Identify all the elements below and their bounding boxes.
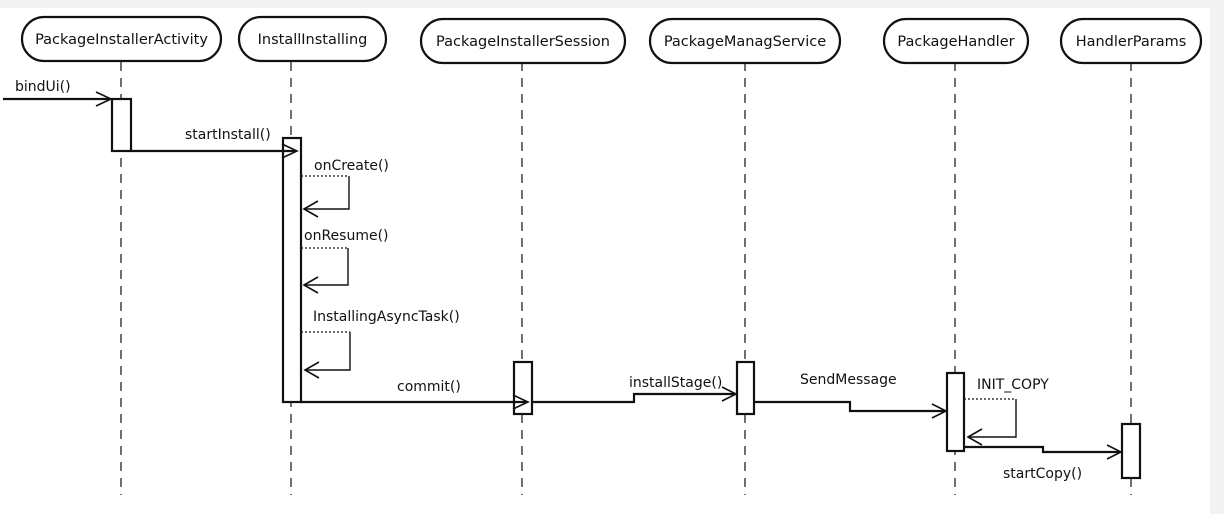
actor-box: [419, 17, 627, 65]
actor-label: PackageInstallerActivity: [35, 32, 208, 48]
message-label: INIT_COPY: [977, 377, 1049, 393]
actor-box: [882, 17, 1030, 65]
message-installing-async-task: InstallingAsyncTask(): [301, 309, 460, 379]
message-commit: commit(): [301, 379, 530, 410]
message-startinstall: startInstall(): [131, 127, 299, 159]
message-bindui: bindUi(): [3, 79, 113, 107]
actor-label: PackageInstallerSession: [436, 34, 610, 50]
actor-label: PackageManagService: [664, 34, 826, 50]
message-label: installStage(): [629, 375, 722, 391]
activation-package-handler: [945, 371, 966, 453]
message-line: [304, 176, 350, 210]
arrowhead: [1106, 444, 1123, 460]
message-label: onCreate(): [314, 158, 389, 174]
message-label: startCopy(): [1003, 466, 1082, 482]
message-init-copy: INIT_COPY: [964, 377, 1049, 446]
arrowhead: [966, 428, 983, 446]
actor-label: HandlerParams: [1076, 34, 1187, 50]
activation-package-manag-service: [735, 360, 756, 416]
message-label: onResume(): [304, 228, 389, 244]
arrowhead: [512, 394, 530, 410]
message-sendmessage: SendMessage: [754, 372, 948, 419]
arrowhead: [721, 386, 738, 402]
message-label: bindUi(): [15, 79, 71, 95]
message-line: [964, 445, 1120, 454]
message-line: [305, 332, 351, 371]
actor-package-manag-service: PackageManagService: [648, 17, 842, 65]
message-installstage: installStage(): [532, 375, 738, 404]
frame-top-border: [0, 0, 1224, 8]
actor-handler-params: HandlerParams: [1059, 17, 1203, 65]
message-label: startInstall(): [185, 127, 271, 143]
message-line: [754, 400, 945, 413]
arrowhead: [95, 91, 113, 107]
actor-package-installer-activity: PackageInstallerActivity: [20, 15, 223, 63]
activation-package-installer-activity: [110, 97, 133, 153]
actor-install-installing: InstallInstalling: [237, 15, 388, 63]
actor-package-handler: PackageHandler: [882, 17, 1030, 65]
message-label: InstallingAsyncTask(): [313, 309, 460, 325]
arrowhead: [303, 361, 320, 379]
activation-package-installer-session: [512, 360, 534, 416]
message-line: [304, 248, 349, 286]
message-startcopy: startCopy(): [964, 444, 1123, 482]
activation-install-installing: [281, 136, 303, 404]
message-oncreate: onCreate(): [301, 158, 389, 218]
arrowhead: [302, 200, 319, 218]
message-label: commit(): [397, 379, 461, 395]
activation-handler-params: [1120, 422, 1142, 480]
frame-right-border: [1210, 0, 1224, 514]
actor-box: [648, 17, 842, 65]
actor-box: [237, 15, 388, 63]
arrowhead: [302, 276, 319, 294]
message-label: SendMessage: [800, 372, 897, 388]
message-line: [532, 392, 735, 404]
actor-label: InstallInstalling: [258, 32, 368, 48]
message-line: [968, 399, 1017, 438]
arrowhead: [931, 403, 948, 419]
actor-box: [1059, 17, 1203, 65]
actor-package-installer-session: PackageInstallerSession: [419, 17, 627, 65]
message-onresume: onResume(): [301, 228, 389, 294]
actor-box: [20, 15, 223, 63]
arrowhead: [281, 143, 299, 159]
actor-label: PackageHandler: [897, 34, 1014, 50]
